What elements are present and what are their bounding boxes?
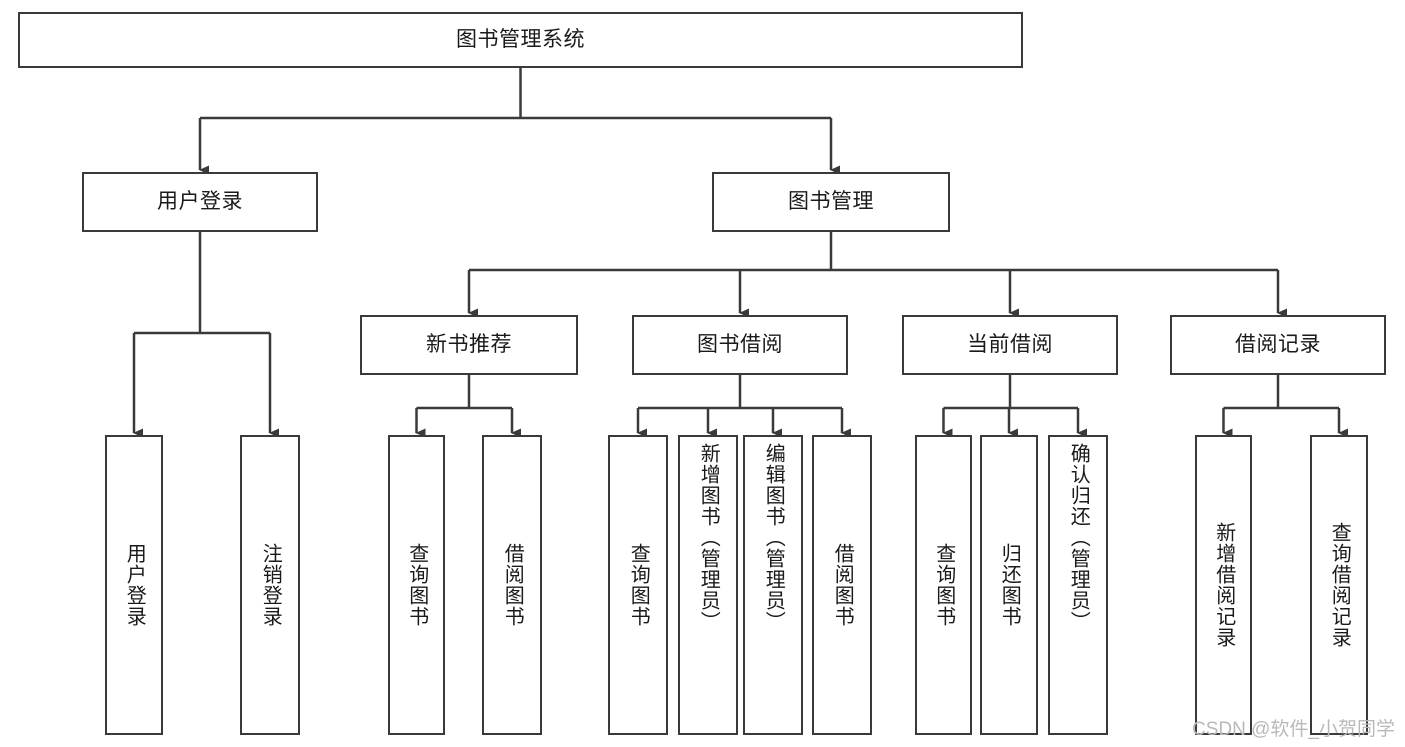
node-book-borrow[interactable]: 图书借阅 <box>632 315 848 375</box>
node-label: 查询图书 <box>627 543 650 627</box>
node-label: 新增图书（管理员） <box>697 443 720 632</box>
node-leaf-query-book-1[interactable]: 查询图书 <box>388 435 445 735</box>
node-borrow-record[interactable]: 借阅记录 <box>1170 315 1386 375</box>
node-book-manage[interactable]: 图书管理 <box>712 172 950 232</box>
node-leaf-query-book-3[interactable]: 查询图书 <box>915 435 972 735</box>
node-label: 图书借阅 <box>697 332 783 356</box>
node-label: 新书推荐 <box>426 332 512 356</box>
node-label: 借阅记录 <box>1235 332 1321 356</box>
node-leaf-borrow-book-2[interactable]: 借阅图书 <box>812 435 872 735</box>
node-leaf-return-book[interactable]: 归还图书 <box>980 435 1038 735</box>
edge-group <box>132 68 1348 438</box>
node-label: 图书管理 <box>788 189 874 213</box>
node-label: 用户登录 <box>123 543 146 627</box>
node-current-borrow[interactable]: 当前借阅 <box>902 315 1118 375</box>
node-label: 当前借阅 <box>967 332 1053 356</box>
node-label: 查询图书 <box>932 543 955 627</box>
node-label: 编辑图书（管理员） <box>762 443 785 632</box>
node-label: 用户登录 <box>157 189 243 213</box>
watermark-text: CSDN @软件_小贺同学 <box>1192 719 1395 740</box>
node-label: 查询图书 <box>405 543 428 627</box>
node-label: 查询借阅记录 <box>1328 522 1351 648</box>
node-leaf-logout[interactable]: 注销登录 <box>240 435 300 735</box>
node-label: 归还图书 <box>998 543 1021 627</box>
node-leaf-user-login[interactable]: 用户登录 <box>105 435 163 735</box>
node-label: 新增借阅记录 <box>1212 522 1235 648</box>
node-label: 图书管理系统 <box>456 27 585 51</box>
node-leaf-query-book-2[interactable]: 查询图书 <box>608 435 668 735</box>
node-root[interactable]: 图书管理系统 <box>18 12 1023 68</box>
node-leaf-query-record[interactable]: 查询借阅记录 <box>1310 435 1368 735</box>
node-label: 确认归还（管理员） <box>1067 443 1090 632</box>
node-label: 借阅图书 <box>501 543 524 627</box>
node-new-book-rec[interactable]: 新书推荐 <box>360 315 578 375</box>
node-leaf-edit-book[interactable]: 编辑图书（管理员） <box>743 435 803 735</box>
node-label: 借阅图书 <box>831 543 854 627</box>
node-leaf-borrow-book-1[interactable]: 借阅图书 <box>482 435 542 735</box>
node-label: 注销登录 <box>259 543 282 627</box>
node-leaf-add-record[interactable]: 新增借阅记录 <box>1195 435 1252 735</box>
node-leaf-confirm-return[interactable]: 确认归还（管理员） <box>1048 435 1108 735</box>
node-leaf-add-book[interactable]: 新增图书（管理员） <box>678 435 738 735</box>
node-user-login[interactable]: 用户登录 <box>82 172 318 232</box>
